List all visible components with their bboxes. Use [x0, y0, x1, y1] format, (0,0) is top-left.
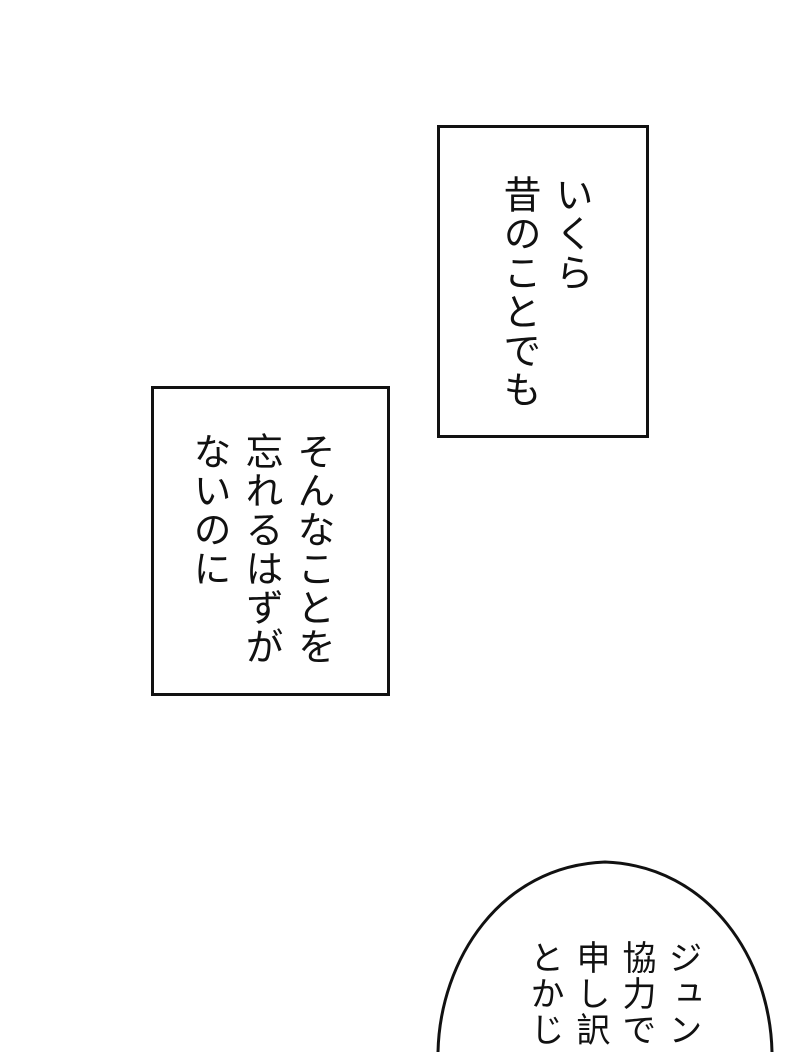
caption-box-middle: そんなことを 忘れるはずが ないのに [151, 386, 390, 696]
caption-text: そんなことを 忘れるはずが ないのに [187, 432, 335, 666]
speech-bubble-text: ジュン 協力で 申し訳 とかじ [524, 940, 702, 1048]
caption-box-top: いくら 昔のことでも [437, 125, 649, 438]
caption-text: いくら 昔のことでも [497, 175, 593, 409]
